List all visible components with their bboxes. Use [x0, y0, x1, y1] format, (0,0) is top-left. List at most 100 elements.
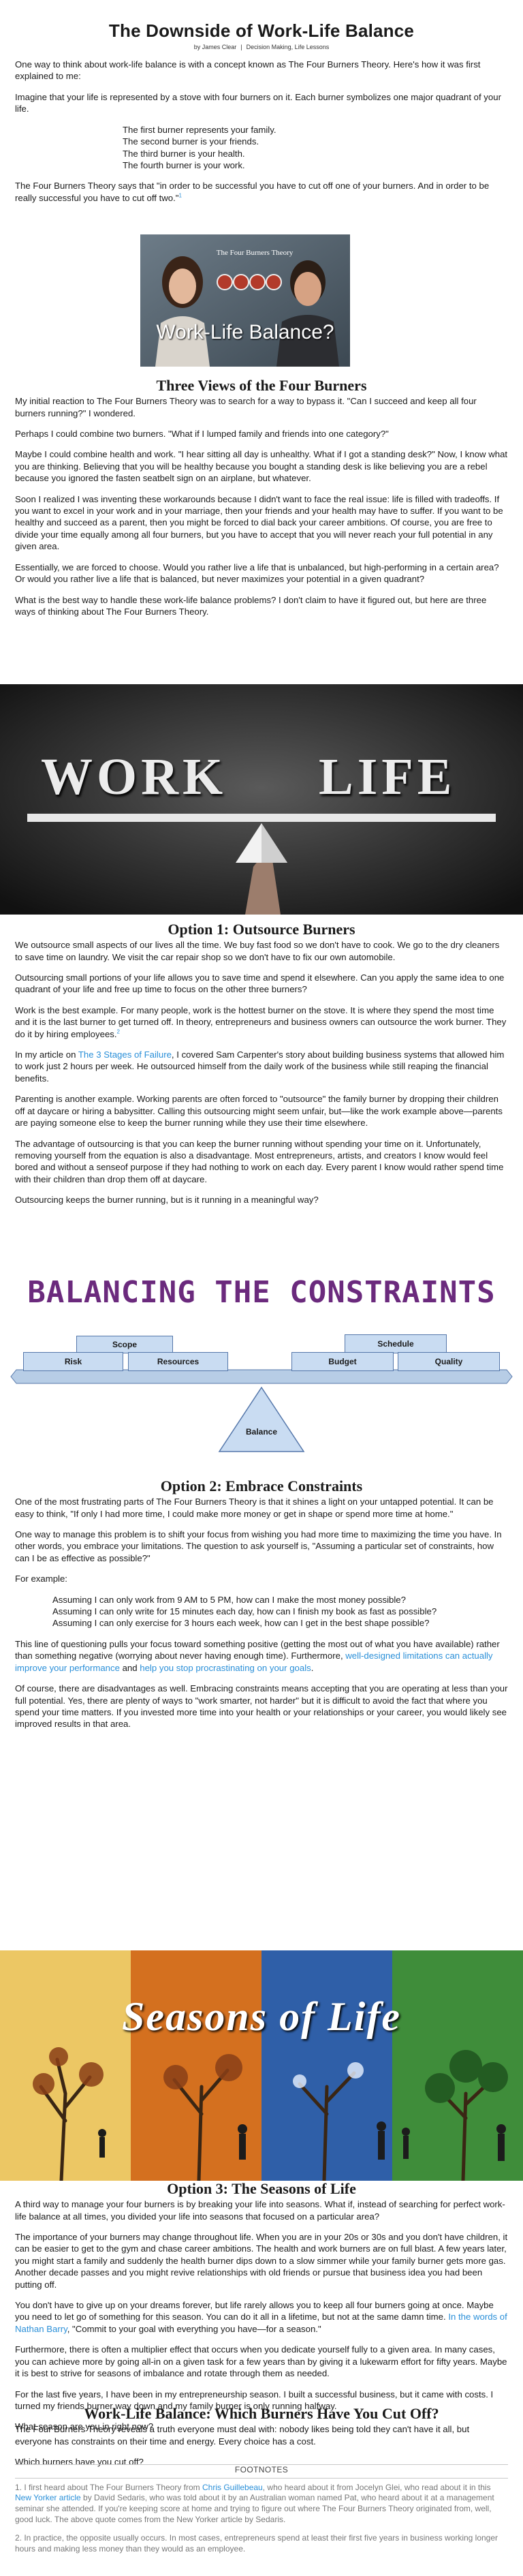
intro-section: One way to think about work-life balance…	[15, 59, 508, 213]
work-word: WORK	[41, 748, 227, 806]
option3-text: , "Commit to your goal with everything y…	[67, 2323, 321, 2334]
three-views-paragraph: My initial reaction to The Four Burners …	[15, 396, 477, 418]
footnote-text: by David Sedaris, who was told about it …	[15, 2493, 494, 2524]
category-links[interactable]: Decision Making, Life Lessons	[246, 44, 330, 51]
footnote-ref-2[interactable]: 2	[116, 1028, 120, 1035]
three-views-paragraph: What is the best way to handle these wor…	[15, 594, 487, 617]
scope-box: Scope	[76, 1336, 173, 1353]
seasons-of-life-image: Seasons of Life	[0, 1950, 523, 2181]
three-views-paragraph: Maybe I could combine health and work. "…	[15, 449, 508, 484]
quality-box: Quality	[398, 1352, 500, 1371]
three-views-heading: Three Views of the Four Burners	[156, 377, 367, 394]
option3-paragraph: The importance of your burners may chang…	[15, 2231, 508, 2290]
risk-box: Risk	[23, 1352, 123, 1371]
byline-separator: |	[240, 44, 242, 51]
work-life-illustration	[0, 684, 523, 915]
option1-paragraph: In my article on The 3 Stages of Failure…	[15, 1049, 508, 1084]
nathan-barry-link[interactable]: In the words of Nathan Barry	[15, 2312, 507, 2334]
balance-diagram	[10, 1369, 513, 1452]
burner-icons	[217, 274, 282, 290]
option2-paragraph: One of the most frustrating parts of The…	[15, 1497, 494, 1519]
closing-paragraph: The Four Burners Theory reveals a truth …	[15, 2424, 470, 2447]
option1-text: , I covered Sam Carpenter's story about …	[15, 1049, 505, 1084]
footnote-ref-1[interactable]: 1	[178, 192, 182, 199]
option2-paragraph: This line of questioning pulls your focu…	[15, 1638, 508, 1674]
intro-paragraph-2: Imagine that your life is represented by…	[15, 91, 501, 114]
balancing-constraints-image: BALANCING THE CONSTRAINTS Scope Risk Res…	[0, 1243, 523, 1477]
three-views-paragraph: Essentially, we are forced to choose. Wo…	[15, 562, 499, 585]
resources-box: Resources	[128, 1352, 228, 1371]
life-word: LIFE	[319, 748, 456, 806]
quote-text: The Four Burners Theory says that "in or…	[15, 181, 490, 203]
option3-paragraph: Furthermore, there is often a multiplier…	[15, 2344, 507, 2379]
three-views-section: Three Views of the Four Burners My initi…	[15, 378, 508, 626]
balancing-title: BALANCING THE CONSTRAINTS	[27, 1275, 496, 1310]
option2-heading: Option 2: Embrace Constraints	[160, 1477, 363, 1494]
article-header: The Downside of Work-Life Balance by Jam…	[15, 19, 508, 52]
footnotes-section: FOOTNOTES 1. I first heard about The Fou…	[15, 2464, 508, 2562]
constraint-example: Assuming I can only exercise for 3 hours…	[52, 1618, 430, 1629]
burner-item: The second burner is your friends.	[123, 136, 259, 147]
option3-text: You don't have to give up on your dreams…	[15, 2300, 494, 2322]
option3-paragraph: You don't have to give up on your dreams…	[15, 2299, 508, 2335]
article-title: The Downside of Work-Life Balance	[108, 20, 415, 41]
hero-badge: The Four Burners Theory	[216, 249, 294, 257]
hero-illustration	[140, 234, 350, 367]
three-views-paragraph: Perhaps I could combine two burners. "Wh…	[15, 428, 389, 439]
schedule-box: Schedule	[345, 1334, 447, 1353]
burner-list: The first burner represents your family.…	[15, 124, 508, 172]
option2-text: and	[119, 1662, 140, 1673]
seasons-title: Seasons of Life	[122, 1994, 401, 2039]
author-name: by James Clear	[193, 44, 237, 51]
option3-heading: Option 3: The Seasons of Life	[167, 2180, 356, 2197]
hero-image: The Four Burners Theory Work-Life Balanc…	[140, 234, 350, 367]
burner-item: The fourth burner is your work.	[123, 159, 245, 170]
option1-paragraph: Outsourcing small portions of your life …	[15, 972, 505, 995]
option3-paragraph: What season are you in right now?	[15, 2421, 154, 2432]
constraint-example: Assuming I can only work from 9 AM to 5 …	[52, 1594, 406, 1605]
option1-text: In my article on	[15, 1049, 78, 1060]
constraint-example: Assuming I can only write for 15 minutes…	[52, 1606, 437, 1617]
option1-paragraph: Parenting is another example. Working pa…	[15, 1094, 503, 1129]
option1-text: Work is the best example. For many peopl…	[15, 1005, 507, 1039]
option1-paragraph: We outsource small aspects of our lives …	[15, 940, 500, 962]
limitations-performance-link[interactable]: well-designed limitations can actually i…	[15, 1651, 493, 1673]
option3-paragraph: For the last five years, I have been in …	[15, 2389, 494, 2411]
intro-paragraph-3: The Four Burners Theory says that "in or…	[15, 180, 508, 204]
burner-item: The first burner represents your family.	[123, 124, 276, 135]
option2-paragraph: Of course, there are disadvantages as we…	[15, 1683, 508, 1730]
option2-paragraph: One way to manage this problem is to shi…	[15, 1529, 502, 1563]
footnote-text: , who heard about it from Jocelyn Glei, …	[262, 2482, 491, 2492]
three-views-paragraph: Soon I realized I was inventing these wo…	[15, 493, 503, 552]
constraint-examples: Assuming I can only work from 9 AM to 5 …	[15, 1594, 508, 1629]
option1-paragraph: Work is the best example. For many peopl…	[15, 1005, 508, 1040]
footnote-2: 2. In practice, the opposite usually occ…	[15, 2533, 498, 2554]
hero-caption: Work-Life Balance?	[156, 321, 334, 343]
option2-paragraph: For example:	[15, 1574, 67, 1584]
option1-section: Option 1: Outsource Burners We outsource…	[15, 921, 508, 1215]
footnote-text: 1. I first heard about The Four Burners …	[15, 2482, 203, 2492]
burner-item: The third burner is your health.	[123, 148, 245, 159]
work-life-image: WORK LIFE	[0, 684, 523, 915]
option3-section: Option 3: The Seasons of Life A third wa…	[15, 2181, 508, 2442]
option2-section: Option 2: Embrace Constraints One of the…	[15, 1478, 508, 1739]
new-yorker-article-link[interactable]: New Yorker article	[15, 2493, 81, 2503]
option2-text: This line of questioning pulls your focu…	[15, 1638, 500, 1661]
footnotes-title: FOOTNOTES	[234, 2465, 289, 2474]
byline: by James Clear| Decision Making, Life Les…	[15, 44, 508, 52]
footnotes-divider	[15, 2464, 508, 2465]
intro-paragraph-1: One way to think about work-life balance…	[15, 59, 481, 82]
three-stages-of-failure-link[interactable]: The 3 Stages of Failure	[78, 1049, 172, 1060]
footnotes-list: 1. I first heard about The Four Burners …	[15, 2483, 508, 2555]
option2-text: .	[311, 1662, 314, 1673]
footnote-1: 1. I first heard about The Four Burners …	[15, 2483, 508, 2525]
chris-guillebeau-link[interactable]: Chris Guillebeau	[202, 2482, 263, 2492]
stop-procrastinating-link[interactable]: help you stop procrastinating on your go…	[140, 1662, 311, 1673]
footnotes-divider	[15, 2477, 508, 2479]
option1-paragraph: The advantage of outsourcing is that you…	[15, 1138, 504, 1184]
closing-heading: Work-Life Balance: Which Burners Have Yo…	[84, 2405, 439, 2422]
seasons-illustration	[0, 1950, 523, 2181]
budget-box: Budget	[291, 1352, 394, 1371]
option1-heading: Option 1: Outsource Burners	[168, 921, 355, 938]
